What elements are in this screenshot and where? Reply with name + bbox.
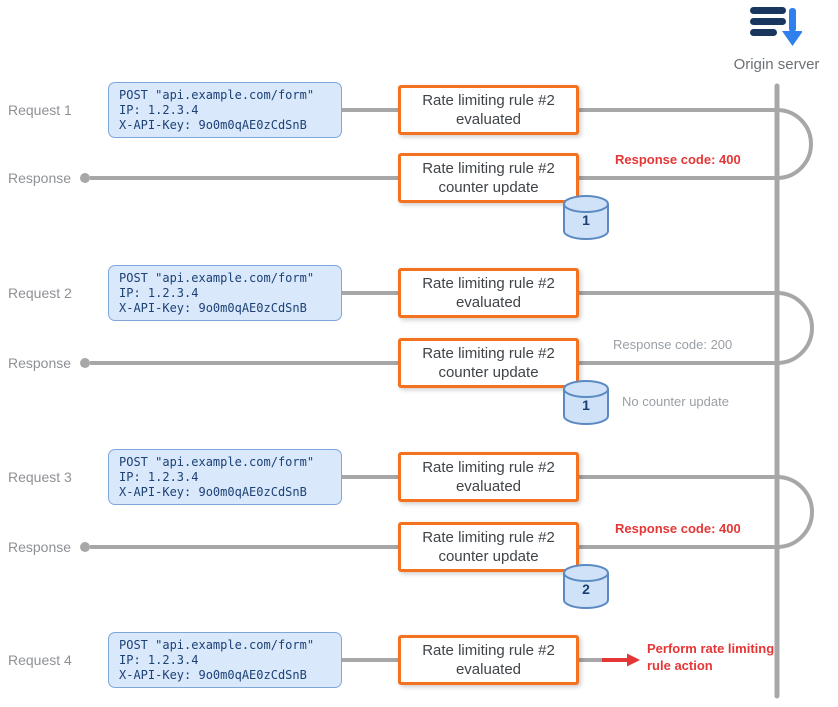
rule-counter-update-box: Rate limiting rule #2 counter update bbox=[398, 153, 579, 203]
processing-arc-2 bbox=[776, 291, 814, 365]
rule-counter-update-box: Rate limiting rule #2 counter update bbox=[398, 522, 579, 572]
counter-database-icon: 1 bbox=[562, 195, 610, 241]
lane-label-request-4: Request 4 bbox=[8, 652, 72, 668]
request-payload-line: IP: 1.2.3.4 bbox=[119, 286, 199, 300]
response-endpoint-dot bbox=[80, 542, 90, 552]
lane-label-request-3: Request 3 bbox=[8, 469, 72, 485]
rule-evaluated-box: Rate limiting rule #2 evaluated bbox=[398, 85, 579, 135]
rule-box-line: evaluated bbox=[455, 111, 522, 128]
request-payload-line: POST "api.example.com/form" bbox=[119, 455, 315, 469]
rule-box-line: counter update bbox=[438, 548, 539, 565]
request-payload-line: IP: 1.2.3.4 bbox=[119, 103, 199, 117]
rule-action-note: Perform rate limiting rule action bbox=[647, 641, 775, 673]
request-payload-box: POST "api.example.com/form" IP: 1.2.3.4 … bbox=[108, 449, 342, 505]
lane-label-request-1: Request 1 bbox=[8, 102, 72, 118]
rule-box-line: Rate limiting rule #2 bbox=[422, 529, 555, 546]
counter-value: 1 bbox=[582, 397, 590, 413]
response-code-note: Response code: 400 bbox=[615, 152, 741, 167]
counter-database-icon: 1 bbox=[562, 380, 610, 426]
rule-evaluated-box: Rate limiting rule #2 evaluated bbox=[398, 452, 579, 502]
rule-box-line: counter update bbox=[438, 179, 539, 196]
response-code-note: Response code: 400 bbox=[615, 521, 741, 536]
rule-box-line: Rate limiting rule #2 bbox=[422, 92, 555, 109]
origin-server-label: Origin server bbox=[733, 56, 820, 73]
rule-box-line: counter update bbox=[438, 364, 539, 381]
request-payload-line: X-API-Key: 9o0m0qAE0zCdSnB bbox=[119, 301, 307, 315]
response-endpoint-dot bbox=[80, 173, 90, 183]
request-payload-line: X-API-Key: 9o0m0qAE0zCdSnB bbox=[119, 118, 307, 132]
request-payload-line: POST "api.example.com/form" bbox=[119, 271, 315, 285]
request-payload-line: POST "api.example.com/form" bbox=[119, 88, 315, 102]
lane-label-response-1: Response bbox=[8, 170, 72, 186]
request-payload-line: X-API-Key: 9o0m0qAE0zCdSnB bbox=[119, 485, 307, 499]
rule-box-line: evaluated bbox=[455, 478, 522, 495]
no-counter-update-note: No counter update bbox=[622, 394, 729, 409]
request-payload-line: POST "api.example.com/form" bbox=[119, 638, 315, 652]
counter-value: 2 bbox=[582, 581, 590, 597]
processing-arc-3 bbox=[776, 475, 814, 549]
processing-arc-1 bbox=[776, 108, 813, 180]
rule-box-line: evaluated bbox=[455, 661, 522, 678]
request-payload-box: POST "api.example.com/form" IP: 1.2.3.4 … bbox=[108, 265, 342, 321]
rule-box-line: Rate limiting rule #2 bbox=[422, 459, 555, 476]
rule-box-line: Rate limiting rule #2 bbox=[422, 345, 555, 362]
request-payload-line: IP: 1.2.3.4 bbox=[119, 653, 199, 667]
rule-evaluated-box: Rate limiting rule #2 evaluated bbox=[398, 268, 579, 318]
rule-box-line: Rate limiting rule #2 bbox=[422, 160, 555, 177]
lane-label-response-3: Response bbox=[8, 539, 72, 555]
response-code-note: Response code: 200 bbox=[613, 337, 733, 352]
request-payload-line: X-API-Key: 9o0m0qAE0zCdSnB bbox=[119, 668, 307, 682]
response-endpoint-dot bbox=[80, 358, 90, 368]
origin-server-icon bbox=[748, 4, 803, 57]
request-payload-box: POST "api.example.com/form" IP: 1.2.3.4 … bbox=[108, 632, 342, 688]
lane-label-response-2: Response bbox=[8, 355, 72, 371]
rule-box-line: Rate limiting rule #2 bbox=[422, 275, 555, 292]
action-arrow-head bbox=[627, 653, 640, 667]
lane-label-request-2: Request 2 bbox=[8, 285, 72, 301]
counter-value: 1 bbox=[582, 212, 590, 228]
rule-evaluated-box: Rate limiting rule #2 evaluated bbox=[398, 635, 579, 685]
rule-box-line: evaluated bbox=[455, 294, 522, 311]
request-payload-box: POST "api.example.com/form" IP: 1.2.3.4 … bbox=[108, 82, 342, 138]
request-payload-line: IP: 1.2.3.4 bbox=[119, 470, 199, 484]
counter-database-icon: 2 bbox=[562, 564, 610, 610]
rule-box-line: Rate limiting rule #2 bbox=[422, 642, 555, 659]
rule-counter-update-box: Rate limiting rule #2 counter update bbox=[398, 338, 579, 388]
